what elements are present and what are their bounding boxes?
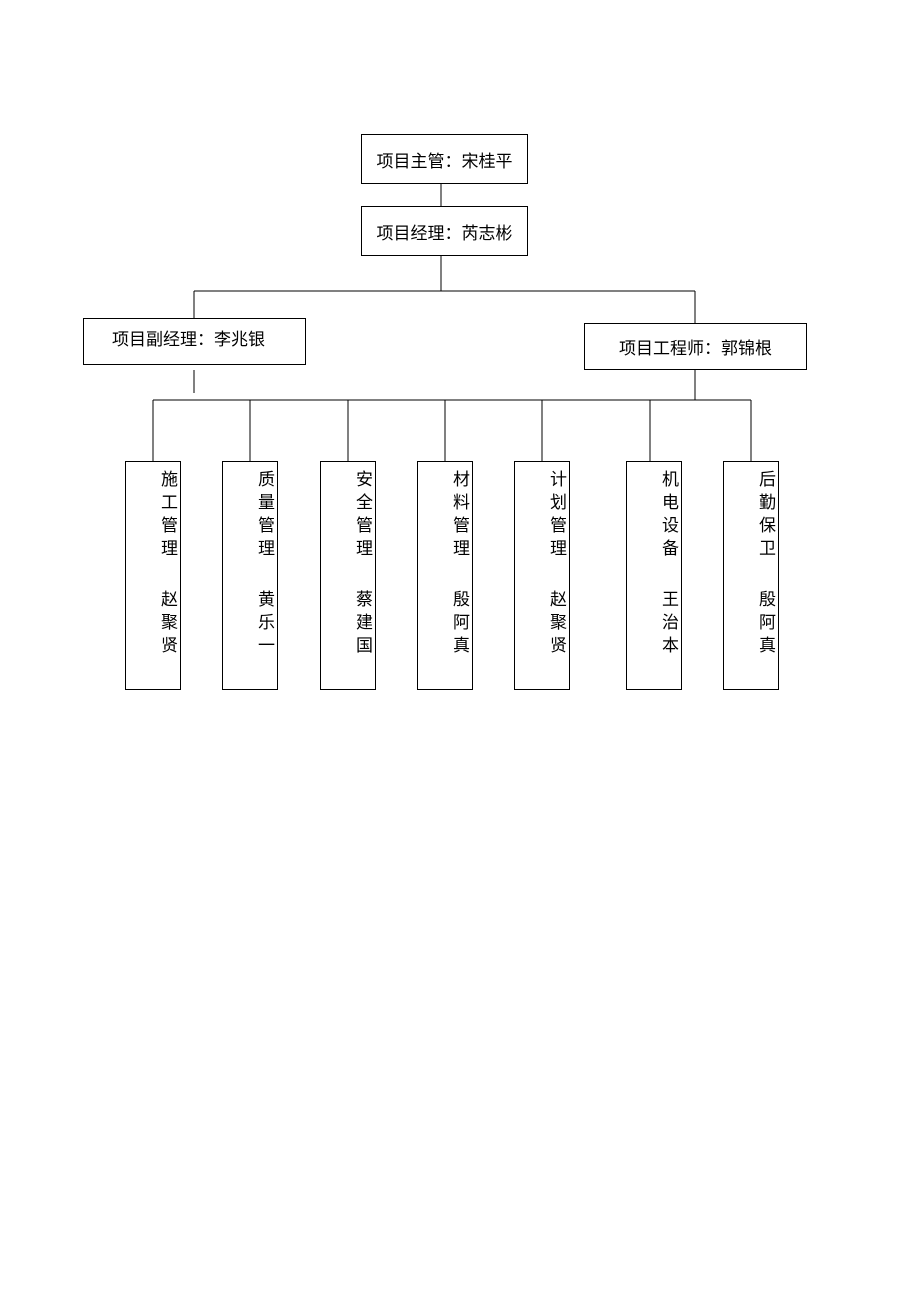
department-name: 材料管理 [449, 470, 469, 562]
deputy-manager-label: 项目副经理：李兆银 [112, 330, 265, 350]
department-name: 施工管理 [157, 470, 177, 562]
department-person: 赵聚贤 [546, 590, 566, 659]
deputy-manager-box: 项目副经理：李兆银 [83, 318, 306, 365]
department-person: 殷阿真 [755, 590, 775, 659]
department-name: 安全管理 [352, 470, 372, 562]
department-box-safety: 安全管理 蔡建国 [320, 461, 376, 690]
department-box-equipment: 机电设备 王治本 [626, 461, 682, 690]
department-box-planning: 计划管理 赵聚贤 [514, 461, 570, 690]
department-person: 赵聚贤 [157, 590, 177, 659]
department-person: 黄乐一 [254, 590, 274, 659]
engineer-box: 项目工程师：郭锦根 [584, 323, 807, 370]
department-person: 蔡建国 [352, 590, 372, 659]
manager-label: 项目经理：芮志彬 [376, 223, 513, 244]
department-person: 王治本 [658, 590, 678, 659]
department-name: 后勤保卫 [755, 470, 775, 562]
department-box-materials: 材料管理 殷阿真 [417, 461, 473, 690]
department-box-construction: 施工管理 赵聚贤 [125, 461, 181, 690]
engineer-label: 项目工程师：郭锦根 [619, 339, 772, 359]
manager-box: 项目经理：芮志彬 [361, 206, 528, 256]
department-name: 计划管理 [546, 470, 566, 562]
department-name: 质量管理 [254, 470, 274, 562]
department-name: 机电设备 [658, 470, 678, 562]
supervisor-label: 项目主管：宋桂平 [376, 151, 513, 172]
supervisor-box: 项目主管：宋桂平 [361, 134, 528, 184]
department-box-logistics: 后勤保卫 殷阿真 [723, 461, 779, 690]
department-box-quality: 质量管理 黄乐一 [222, 461, 278, 690]
department-person: 殷阿真 [449, 590, 469, 659]
